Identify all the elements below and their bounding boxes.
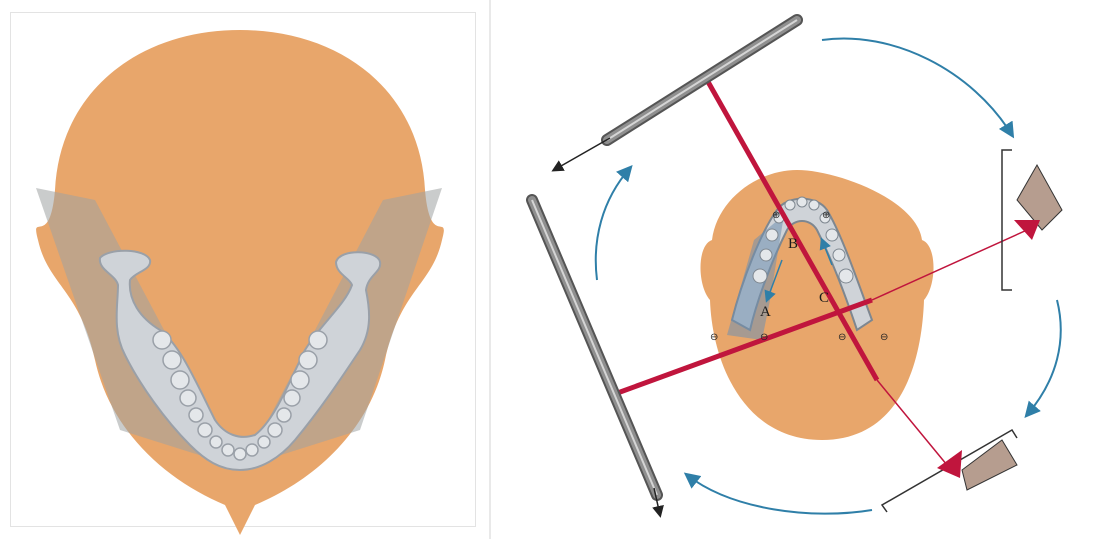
label-point-b: B (788, 236, 798, 252)
left-panel-head-projection (0, 0, 488, 539)
xray-tube-bottom (882, 430, 1017, 512)
rotation-diagram: A B C ⊖ ⊖ ⊖ ⊖ ⊕ ⊕ (492, 0, 1106, 539)
left-panel-illustration (0, 0, 488, 539)
rotation-arrow-bottom (687, 475, 872, 514)
label-point-a: A (760, 304, 771, 320)
film-cassette-left (532, 200, 657, 495)
sign-minus-1: ⊖ (710, 332, 718, 343)
sign-minus-2: ⊖ (760, 332, 768, 343)
sign-minus-4: ⊖ (880, 332, 888, 343)
right-panel-rotation-diagram: A B C ⊖ ⊖ ⊖ ⊖ ⊕ ⊕ (492, 0, 1106, 539)
rotation-arrow-top (822, 38, 1012, 135)
label-point-c: C (819, 290, 829, 306)
panel-divider (489, 0, 491, 539)
film-cassette-top (607, 20, 797, 140)
sign-plus-1: ⊕ (772, 210, 780, 221)
beam-thin-2 (877, 380, 947, 465)
rotation-arrow-right (1027, 300, 1061, 415)
sign-plus-2: ⊕ (822, 210, 830, 221)
rotation-arrow-left (596, 168, 630, 280)
sign-minus-3: ⊖ (838, 332, 846, 343)
film-motion-arrow-top (554, 138, 610, 170)
xray-tube-right (1002, 150, 1062, 290)
